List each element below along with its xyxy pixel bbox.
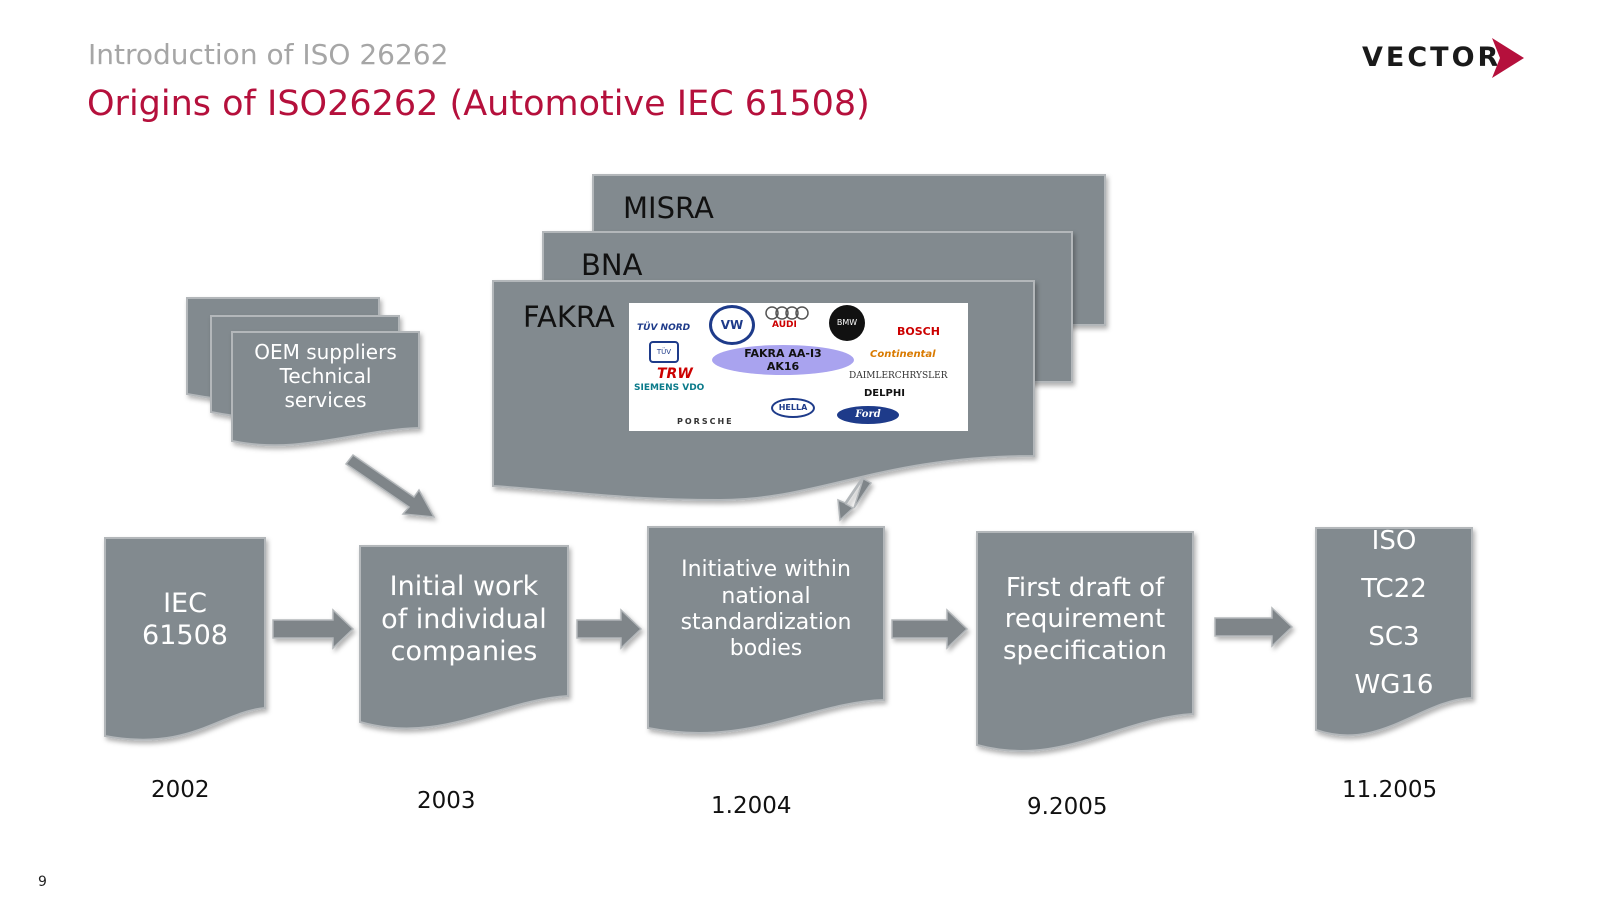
logo-chevron-icon [1492,38,1524,78]
year-2002: 2002 [151,777,210,803]
arrow-fakra-to-initiative [837,477,873,522]
page-number: 9 [38,874,47,890]
logo-tuv-nord: TÜV NORD [637,323,691,333]
logo-daimlerchrysler: DAIMLERCHRYSLER [849,371,948,381]
year-9-2005: 9.2005 [1027,794,1108,820]
logo-audi-rings-icon [764,305,812,320]
oem-label: OEM suppliers Technical services [232,336,419,416]
misra-label: MISRA [623,191,714,225]
doc-iec61508-line-1: IEC [163,587,207,619]
logo-hella: HELLA [771,398,815,418]
fakra-badge-line-2: AK16 [766,360,800,373]
doc-initiative-line-2: national [721,583,811,609]
doc-initial-work-shape [359,545,569,730]
oem-line-3: services [284,388,367,412]
logo-siemens-vdo: SIEMENS VDO [634,383,705,393]
doc-initiative-line-3: standardization [680,610,852,635]
fakra-badge: FAKRA AA-I3 AK16 [712,345,854,375]
logo-bosch: BOSCH [897,325,940,338]
doc-initiative-line-4: bodies [729,636,803,662]
year-11-2005: 11.2005 [1342,777,1438,803]
page-title: Origins of ISO26262 (Automotive IEC 6150… [87,84,870,124]
doc-first-draft-line-2: requirement [1004,604,1166,635]
doc-first-draft-shape [976,531,1194,753]
section-kicker: Introduction of ISO 26262 [88,38,449,71]
oem-stack [186,297,420,447]
doc-iso-line-3: SC3 [1368,622,1420,652]
oem-line-2: Technical [279,364,372,388]
doc-iec61508-line-2: 61508 [142,620,228,651]
doc-iso-label: ISO TC22 SC3 WG16 [1316,518,1472,708]
year-2003: 2003 [417,788,476,814]
logo-porsche: PORSCHE [677,417,734,426]
logo-bmw: BMW [829,305,865,341]
arrow-4 [1214,606,1294,648]
doc-first-draft-label: First draft of requirement specification [977,560,1193,680]
logo-text: VECTOR [1362,42,1502,73]
doc-first-draft-line-1: First draft of [1005,573,1165,604]
fakra-members-logos: TÜV NORD VW AUDI BMW BOSCH TÜV FAKRA AA-… [629,303,968,431]
logo-audi: AUDI [772,320,797,330]
logo-vw: VW [709,305,755,345]
logo-ford: Ford [837,406,899,424]
fakra-badge-line-1: FAKRA AA-I3 [744,347,822,360]
doc-initial-work-line-2: of individual [381,603,547,635]
arrow-1 [272,608,355,650]
arrow-3 [891,608,969,650]
arrow-2 [576,608,643,650]
logo-continental: Continental [870,349,936,360]
logo-tuv: TÜV [649,341,679,363]
doc-initial-work-label: Initial work of individual companies [360,560,568,680]
fakra-label: FAKRA [523,300,615,334]
logo-delphi: DELPHI [864,388,905,399]
doc-first-draft-line-3: specification [1003,635,1167,666]
bna-label: BNA [581,248,643,282]
oem-line-1: OEM suppliers [254,340,397,364]
doc-iso-shape [1315,527,1473,737]
doc-iso-line-4: WG16 [1354,670,1434,701]
logo-trw: TRW [657,366,693,382]
doc-iso-line-2: TC22 [1361,573,1427,604]
doc-initial-work-line-1: Initial work [389,571,539,603]
year-1-2004: 1.2004 [711,793,792,819]
doc-initiative-line-1: Initiative within [681,557,851,583]
vector-logo: VECTOR [1362,36,1542,86]
doc-initiative-label: Initiative within national standardizati… [648,550,884,670]
arrow-oem-to-initial [344,453,436,518]
doc-iec61508-shape [104,537,266,741]
doc-iso-line-1: ISO [1371,525,1417,556]
doc-initiative-shape [647,526,885,735]
doc-iec61508-label: IEC 61508 [105,560,265,680]
doc-initial-work-line-3: companies [390,636,538,668]
